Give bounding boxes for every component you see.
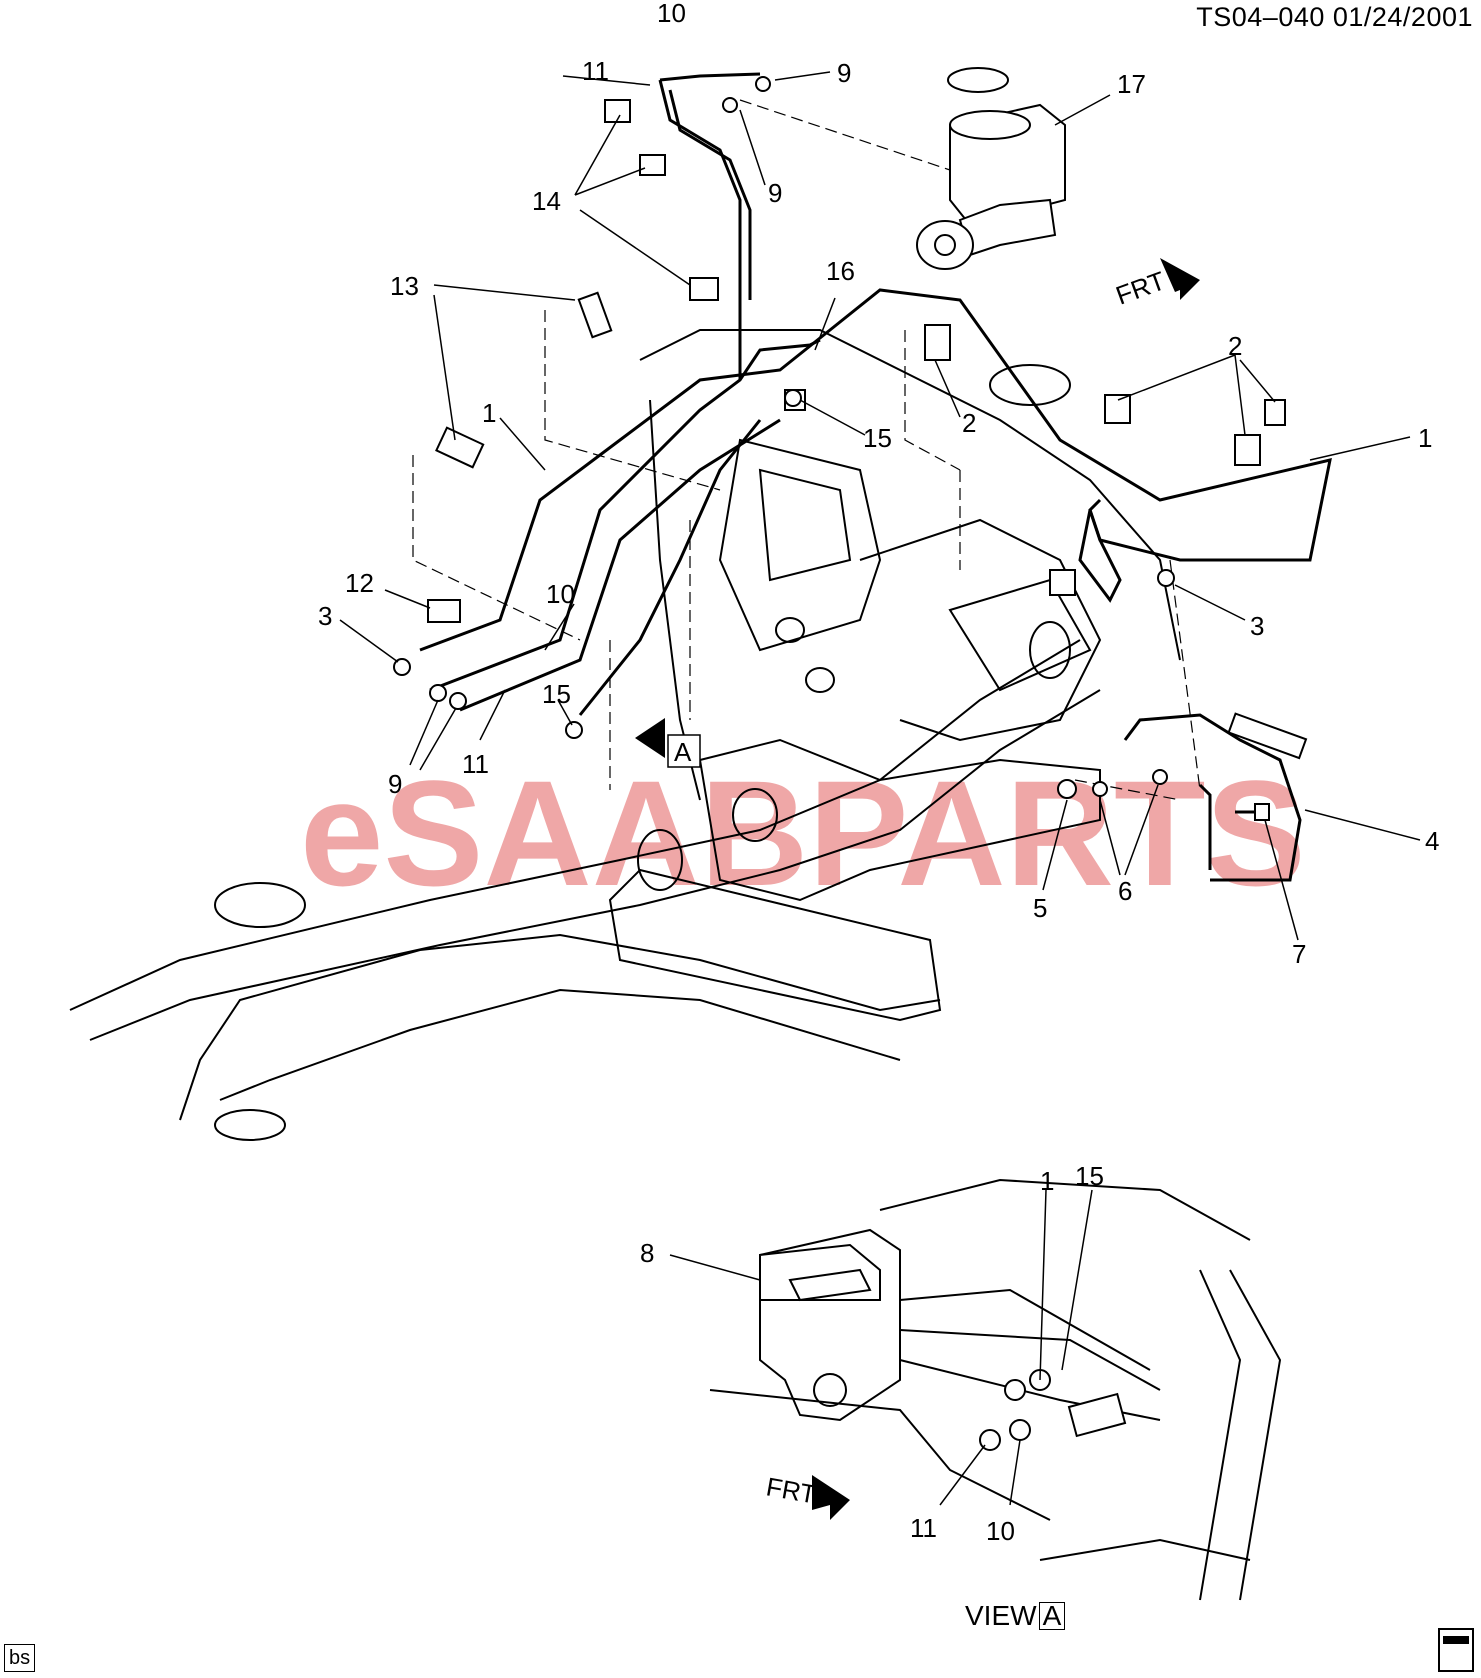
callout-3-right: 3 <box>1250 611 1264 641</box>
frt-label-upper: FRT <box>1112 265 1169 310</box>
callout-15-mid: 15 <box>863 423 892 453</box>
callout-5: 5 <box>1033 893 1047 923</box>
callout-9-mid: 9 <box>768 178 782 208</box>
callout-16: 16 <box>826 256 855 286</box>
callout-7: 7 <box>1292 939 1306 969</box>
callout-4: 4 <box>1425 826 1439 856</box>
callout-leaders <box>339 71 1421 1506</box>
callout-17: 17 <box>1117 69 1146 99</box>
view-caption-word: VIEW <box>965 1600 1037 1631</box>
footer-tag: bs <box>4 1644 36 1672</box>
view-caption-letter: A <box>1038 1602 1066 1630</box>
callout-2-right: 2 <box>1228 331 1242 361</box>
callout-9-bottom: 9 <box>388 769 402 799</box>
front-brake-hose-assembly <box>1057 712 1308 882</box>
callout-11-top: 11 <box>582 56 609 86</box>
callout-11-mid: 11 <box>462 749 489 779</box>
guide-lines <box>412 99 1201 801</box>
callout-6: 6 <box>1118 876 1132 906</box>
view-a-box <box>667 734 701 768</box>
view-a-letter: A <box>674 737 692 767</box>
callout-2-mid: 2 <box>962 408 976 438</box>
gm-spo-logo <box>1438 1628 1474 1672</box>
master-cylinder <box>916 67 1066 270</box>
callout-14: 14 <box>532 186 561 216</box>
callout-10-mid: 10 <box>546 579 575 609</box>
callout-1-inset: 1 <box>1040 1166 1054 1196</box>
callout-10-top: 10 <box>657 0 686 28</box>
callout-11-inset: 11 <box>910 1513 937 1543</box>
line-fittings <box>393 76 1175 739</box>
callout-15-inset: 15 <box>1075 1161 1104 1191</box>
callout-8: 8 <box>640 1238 654 1268</box>
brake-lines <box>419 72 1332 716</box>
front-direction-indicator: FRT <box>1112 258 1200 311</box>
watermark: eSAABPARTS <box>300 749 1306 917</box>
callout-1-left: 1 <box>482 398 496 428</box>
callout-12: 12 <box>345 568 374 598</box>
callout-3-left: 3 <box>318 601 332 631</box>
callout-13: 13 <box>390 271 419 301</box>
callout-15-left: 15 <box>542 679 571 709</box>
callout-1-right: 1 <box>1418 423 1432 453</box>
callout-numbers: 17 16 10 11 9 9 14 13 1 2 2 1 15 3 12 3 … <box>318 0 1439 1546</box>
front-direction-indicator-inset: FRT <box>764 1471 850 1520</box>
vehicle-frame <box>69 329 1181 1141</box>
callout-9-top: 9 <box>837 58 851 88</box>
view-a-arrow <box>635 718 665 758</box>
document-reference: TS04–040 01/24/2001 <box>1196 2 1473 32</box>
view-a-inset <box>709 1178 1282 1601</box>
callout-10-inset: 10 <box>986 1516 1015 1546</box>
line-clips <box>427 99 1286 623</box>
frt-label-lower: FRT <box>764 1471 819 1509</box>
